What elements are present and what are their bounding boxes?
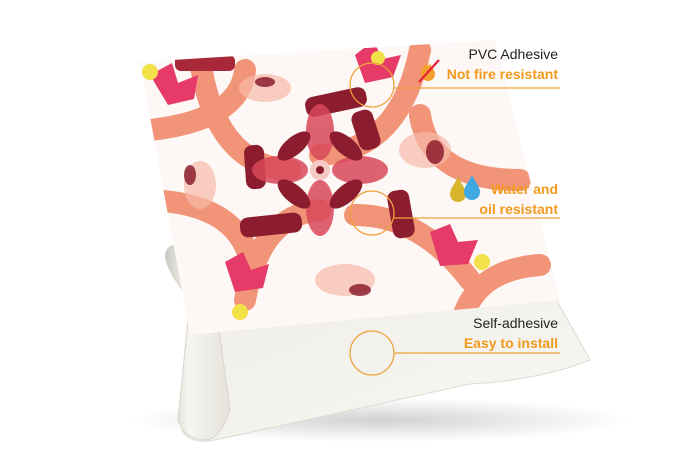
no-fire-icon [418,59,440,83]
water-callout: Water and oil resistant [479,179,558,219]
water-title-line2: oil resistant [479,201,558,217]
callout-markers [349,62,560,376]
self-title: Self-adhesive [473,315,558,331]
water-title-line1: Water and [490,181,558,197]
self-callout: Self-adhesive Easy to install [464,313,558,353]
self-subtitle: Easy to install [463,335,558,351]
pvc-callout: PVC Adhesive Not fire resistant [447,44,558,84]
pvc-marker [349,62,395,108]
water-marker [349,190,395,236]
tile-pattern [140,40,560,335]
pvc-title: PVC Adhesive [468,46,559,62]
water-oil-drops-icon [450,175,480,202]
center-flower [252,104,388,236]
pvc-subtitle: Not fire resistant [446,66,558,82]
